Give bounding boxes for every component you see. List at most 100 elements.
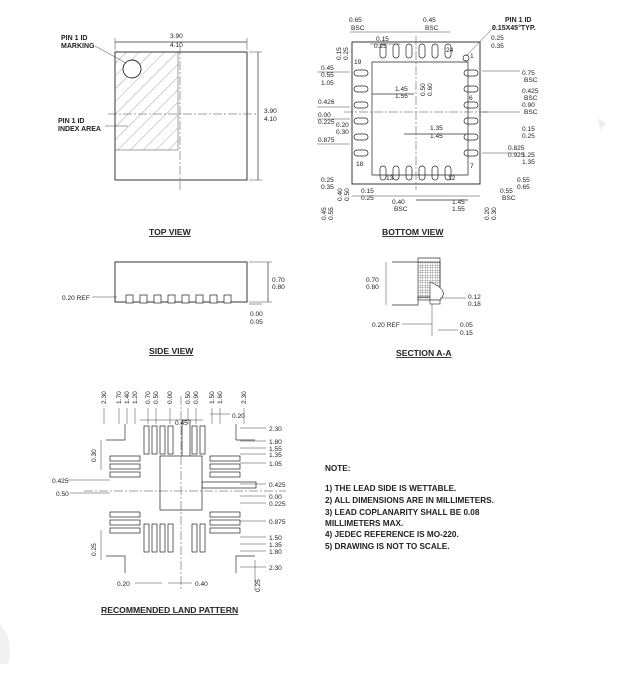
pin-7-num: 7 — [470, 163, 474, 170]
bv-dim-center: 1.45 — [395, 86, 408, 93]
bv-dim-right: BSC — [524, 95, 538, 102]
land-pad-top — [167, 425, 174, 455]
bv-dim-top: 0.45 — [423, 17, 436, 24]
lp-bottom-dim: 0.25 — [255, 579, 262, 592]
bv-dim-left: 0.00 — [318, 112, 331, 119]
lp-mid-dim: 0.20 — [232, 413, 245, 420]
side-dim: 0.20 REF — [62, 295, 90, 302]
land-pad-left — [109, 511, 141, 518]
bottom-lead-bottom — [418, 165, 426, 181]
lp-right-dim: 0.875 — [269, 519, 286, 526]
bv-dim-left: 0.20 — [336, 122, 349, 129]
bv-dim-right: BSC — [524, 109, 538, 116]
side-lead — [153, 294, 162, 304]
pin1-marking-label-1: PIN 1 ID — [61, 35, 87, 42]
lp-right-dim: 1.80 — [269, 439, 282, 446]
bottom-lead-bottom — [405, 165, 413, 181]
notes-block: NOTE: 1) THE LEAD SIDE IS WETTABLE. 2) A… — [325, 464, 494, 551]
page-corner-mark — [0, 624, 10, 664]
bv-dim-right: 0.90 — [522, 102, 535, 109]
lp-top-dim: 0.50 — [185, 391, 192, 404]
land-pad-wide — [201, 481, 257, 489]
page-corner-mark — [598, 118, 606, 130]
bv-dim-right: 1.35 — [522, 159, 535, 166]
bv-pin1-label-1: PIN 1 ID — [505, 17, 531, 24]
bv-dim-bottom: 0.35 — [321, 184, 334, 191]
land-pad-left — [109, 455, 141, 462]
section-dim: 0.70 — [366, 277, 379, 284]
side-dim: 0.05 — [250, 319, 263, 326]
bv-dim-left: 0.25 — [343, 47, 350, 60]
side-dim: 0.80 — [272, 284, 285, 291]
bv-dim-bottom: 1.45 — [452, 199, 465, 206]
land-pad-bottom — [167, 523, 174, 553]
bv-dim-bottom: 0.55 — [517, 177, 530, 184]
land-pad-bottom — [159, 523, 166, 553]
section-dim: 0.18 — [468, 301, 481, 308]
bv-dim-right: 1.25 — [522, 152, 535, 159]
bv-dim-bottom: 0.55 — [500, 188, 513, 195]
lp-right-dim: 0.225 — [269, 501, 286, 508]
bv-dim-bottom: 0.50 — [344, 188, 351, 201]
land-pad-bottom — [143, 523, 150, 553]
bv-dim-center: 1.55 — [395, 93, 408, 100]
section-dim: 0.12 — [468, 294, 481, 301]
bv-dim-center: 0.50 — [420, 83, 427, 96]
section-dim: 0.20 REF — [372, 322, 400, 329]
bv-dim-bottom: 0.40 — [392, 199, 405, 206]
bottom-lead-bottom — [392, 165, 400, 181]
lp-top-dim: 1.60 — [217, 391, 224, 404]
lp-top-dim: 1.40 — [124, 391, 131, 404]
side-dim: 0.00 — [250, 311, 263, 318]
side-lead — [167, 294, 176, 304]
lp-left-dim: 0.25 — [91, 543, 98, 556]
pin-19-num: 19 — [354, 59, 362, 66]
bottom-view: 1 6 7 12 13 18 19 24 0.65 BSC 0.15 0.25 … — [317, 17, 539, 237]
pin-24-num: 24 — [446, 47, 454, 54]
lp-bottom-dim: 0.20 — [117, 581, 130, 588]
top-width-max: 4.10 — [170, 42, 183, 49]
bv-dim-top: 0.25 — [374, 43, 387, 50]
lp-top-dim: 0.70 — [145, 391, 152, 404]
bottom-lead-bottom — [379, 165, 387, 181]
lp-right-dim: 1.50 — [269, 535, 282, 542]
pin1-index-label-2: INDEX AREA — [58, 126, 101, 133]
bv-dim-top: BSC — [425, 25, 439, 32]
side-dim: 0.70 — [272, 277, 285, 284]
land-pad-left — [109, 519, 141, 526]
top-width-min: 3.90 — [170, 33, 183, 40]
pin1-index-label-1: PIN 1 ID — [58, 118, 84, 125]
bv-dim-right: 0.25 — [522, 133, 535, 140]
lp-right-dim: 2.30 — [269, 426, 282, 433]
top-height-min: 3.90 — [264, 108, 277, 115]
land-pad-bottom — [191, 523, 198, 553]
bv-dim-bottom: 0.65 — [517, 184, 530, 191]
bv-dim-bottom: 0.55 — [328, 207, 335, 220]
lp-right-dim: 0.00 — [269, 494, 282, 501]
land-pad-right — [209, 527, 241, 534]
lp-top-dim: 0.00 — [167, 391, 174, 404]
bv-dim-center: 1.35 — [430, 125, 443, 132]
bv-dim-left: 0.45 — [321, 65, 334, 72]
bv-dim-bottom: 0.25 — [361, 195, 374, 202]
lp-top-dim: 0.50 — [153, 391, 160, 404]
bottom-lead-right — [463, 133, 479, 141]
land-pad-bottom — [151, 523, 158, 553]
pin-6-num: 6 — [469, 95, 473, 102]
bv-dim-left: 0.225 — [318, 119, 335, 126]
bv-dim-top: 0.65 — [349, 17, 362, 24]
bv-dim-bottom: 0.25 — [321, 177, 334, 184]
note-line: 3) LEAD COPLANARITY SHALL BE 0.08 — [325, 508, 480, 517]
pin-18-num: 18 — [356, 161, 364, 168]
lp-right-dim: 2.30 — [269, 565, 282, 572]
bv-dim-right: 0.925 — [508, 152, 525, 159]
bottom-lead-left — [353, 133, 369, 141]
side-lead — [223, 294, 232, 304]
bv-dim-left: 0.15 — [336, 47, 343, 60]
bv-dim-right: BSC — [524, 77, 538, 84]
bottom-lead-right — [463, 149, 479, 157]
bottom-pin1-marker — [462, 54, 470, 62]
bottom-lead-right — [463, 85, 479, 93]
